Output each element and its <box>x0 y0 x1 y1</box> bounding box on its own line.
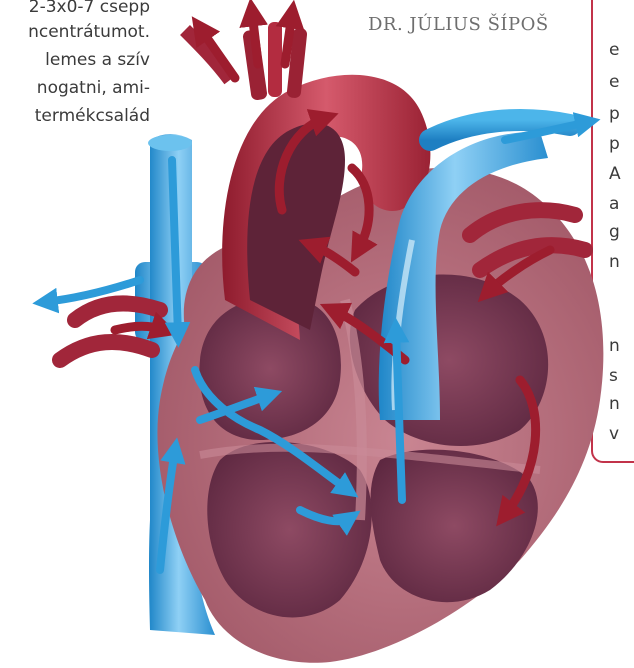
heart-illustration <box>0 0 634 668</box>
